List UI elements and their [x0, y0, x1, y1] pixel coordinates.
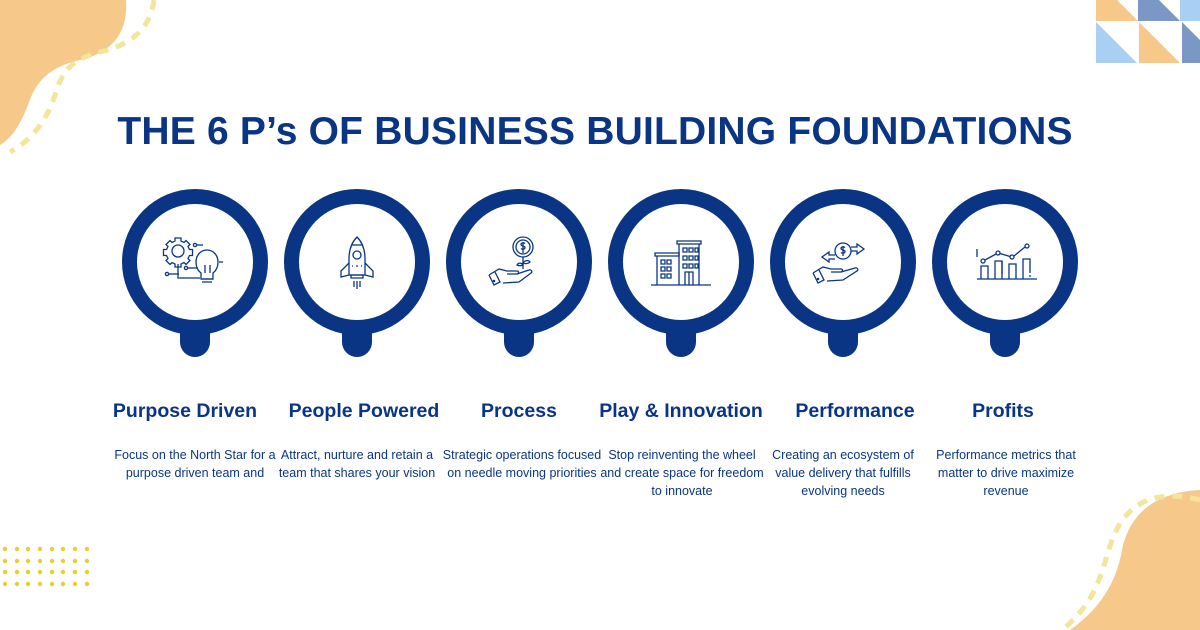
pillar-label: People Powered: [288, 400, 440, 422]
bottom-right-dashed-curve: [1060, 493, 1200, 630]
pillar-label: Performance: [795, 400, 915, 422]
top-left-dashed-curve: [8, 0, 157, 155]
pin-purpose-driven: [122, 189, 268, 359]
pillar-description: Creating an ecosystem of value delivery …: [772, 448, 914, 498]
pin-play-innovation: [608, 189, 754, 359]
pin-profits: [932, 189, 1078, 359]
pin-performance: [770, 189, 916, 359]
pin-stem: [990, 319, 1020, 357]
pin-stem: [180, 319, 210, 357]
hand-money-plant-icon: [488, 236, 534, 286]
top-left-blob: [0, 0, 127, 145]
rocket-icon: [340, 236, 374, 289]
bottom-right-blob: [1070, 490, 1200, 630]
hand-money-exchange-icon: [812, 242, 866, 284]
pillar-description: Focus on the North Star for a purpose dr…: [114, 448, 276, 480]
pillar-description: Performance metrics that matter to drive…: [936, 448, 1076, 498]
pin-stem: [828, 319, 858, 357]
pin-stem: [666, 319, 696, 357]
pillar-description: Attract, nurture and retain a team that …: [278, 448, 436, 480]
pillar-label: Play & Innovation: [599, 400, 763, 422]
pillar-label: Process: [481, 400, 557, 422]
buildings-icon: [651, 240, 711, 286]
pin-process: [446, 189, 592, 359]
pillar-label: Profits: [972, 400, 1034, 422]
pillar-label: Purpose Driven: [112, 400, 258, 422]
pin-stem: [342, 319, 372, 357]
pin-people-powered: [284, 189, 430, 359]
bar-line-chart-icon: [976, 243, 1037, 280]
gear-lightbulb-icon: [162, 237, 223, 283]
pillar-description: Strategic operations focused on needle m…: [442, 448, 602, 480]
page-title: THE 6 P’s OF BUSINESS BUILDING FOUNDATIO…: [117, 110, 1073, 154]
triangle-pattern: [1096, 0, 1200, 63]
pillar-description: Stop reinventing the wheel and create sp…: [600, 448, 764, 498]
dot-grid: [2, 546, 90, 587]
pin-stem: [504, 319, 534, 357]
